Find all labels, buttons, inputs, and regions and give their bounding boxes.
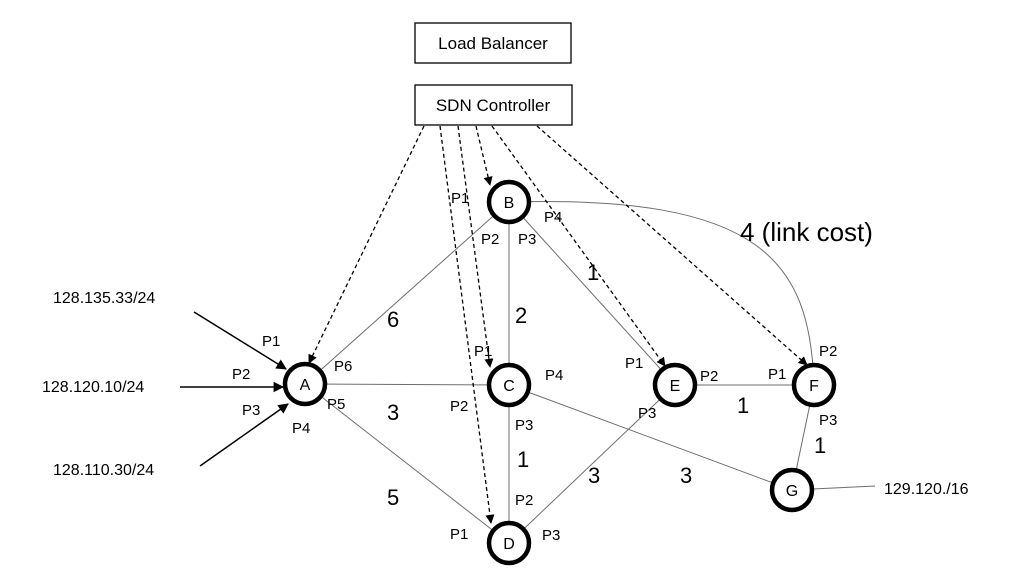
cost-label-c-g: 3 <box>680 463 692 488</box>
cost-label-a-d: 5 <box>387 485 399 510</box>
node-a[interactable]: A <box>282 361 328 407</box>
node-c[interactable]: C <box>486 362 532 408</box>
port-label-e-p2: P2 <box>700 368 718 385</box>
port-label-b-p1: P1 <box>451 190 469 207</box>
cost-label-b-f: 4 (link cost) <box>740 217 873 247</box>
port-label-a-p4: P4 <box>292 420 310 437</box>
prefix-label-p2: 128.120.10/24 <box>42 379 144 396</box>
port-label-a-p3: P3 <box>242 402 260 419</box>
port-label-a-p2: P2 <box>232 366 250 383</box>
control-link-d <box>439 125 495 524</box>
incoming-arrow-p1 <box>193 311 287 370</box>
port-label-c-p3: P3 <box>515 417 533 434</box>
load-balancer-box[interactable]: Load Balancer <box>414 22 572 64</box>
incoming-arrow-p3 <box>199 403 289 467</box>
control-link-b <box>475 125 493 186</box>
control-link-e <box>491 125 666 367</box>
port-label-b-p2: P2 <box>481 231 499 248</box>
control-link-a <box>308 125 425 364</box>
port-label-c-p2: P2 <box>450 398 468 415</box>
node-g[interactable]: G <box>769 467 815 513</box>
cost-label-e-f: 1 <box>737 393 749 418</box>
cost-label-d-e: 3 <box>588 463 600 488</box>
cost-label-a-c: 3 <box>387 400 399 425</box>
port-label-f-p2: P2 <box>819 343 837 360</box>
port-label-d-p3: P3 <box>542 527 560 544</box>
port-label-c-p4: P4 <box>545 367 563 384</box>
prefix-label-p3: 128.110.30/24 <box>53 462 154 479</box>
sdn-controller-box[interactable]: SDN Controller <box>414 84 573 126</box>
node-b-label: B <box>504 195 515 212</box>
port-label-d-p2: P2 <box>515 492 533 509</box>
port-label-b-p4: P4 <box>544 209 562 226</box>
sdn-controller-label: SDN Controller <box>436 96 551 115</box>
node-d-label: D <box>503 536 515 553</box>
node-f-label: F <box>809 378 819 395</box>
port-label-a-p6: P6 <box>334 358 352 375</box>
load-balancer-label: Load Balancer <box>438 34 548 53</box>
node-c-label: C <box>503 378 515 395</box>
cost-label-b-c: 2 <box>515 303 527 328</box>
node-e-label: E <box>670 378 681 395</box>
node-e[interactable]: E <box>652 362 698 408</box>
prefix-label-p1: 128.135.33/24 <box>53 290 155 307</box>
control-link-c <box>457 125 494 368</box>
link-a-c <box>304 383 510 386</box>
port-label-b-p3: P3 <box>518 231 536 248</box>
node-f[interactable]: F <box>791 362 837 408</box>
port-label-d-p1: P1 <box>450 526 468 543</box>
node-g-label: G <box>786 483 798 500</box>
cost-label-c-d: 1 <box>517 447 529 472</box>
prefix-label-g: 129.120./16 <box>884 481 969 498</box>
port-label-f-p3: P3 <box>819 412 837 429</box>
node-d[interactable]: D <box>486 520 532 566</box>
cost-label-a-b: 6 <box>387 307 399 332</box>
cost-label-b-e: 1 <box>587 260 599 285</box>
link-b-f <box>508 200 815 386</box>
node-a-label: A <box>300 377 311 394</box>
link-d-e <box>508 384 676 544</box>
port-label-a-p5: P5 <box>327 396 345 413</box>
port-label-f-p1: P1 <box>768 366 786 383</box>
cost-label-f-g: 1 <box>814 433 826 458</box>
port-label-a-p1: P1 <box>262 333 280 350</box>
link-b-e <box>508 201 676 386</box>
node-b[interactable]: B <box>486 179 532 225</box>
link-a-d <box>304 383 510 544</box>
port-label-e-p1: P1 <box>625 355 643 372</box>
port-label-c-p1: P1 <box>474 343 492 360</box>
link-c-g <box>508 384 793 491</box>
port-label-e-p3: P3 <box>638 405 656 422</box>
link-a-b <box>304 201 510 385</box>
